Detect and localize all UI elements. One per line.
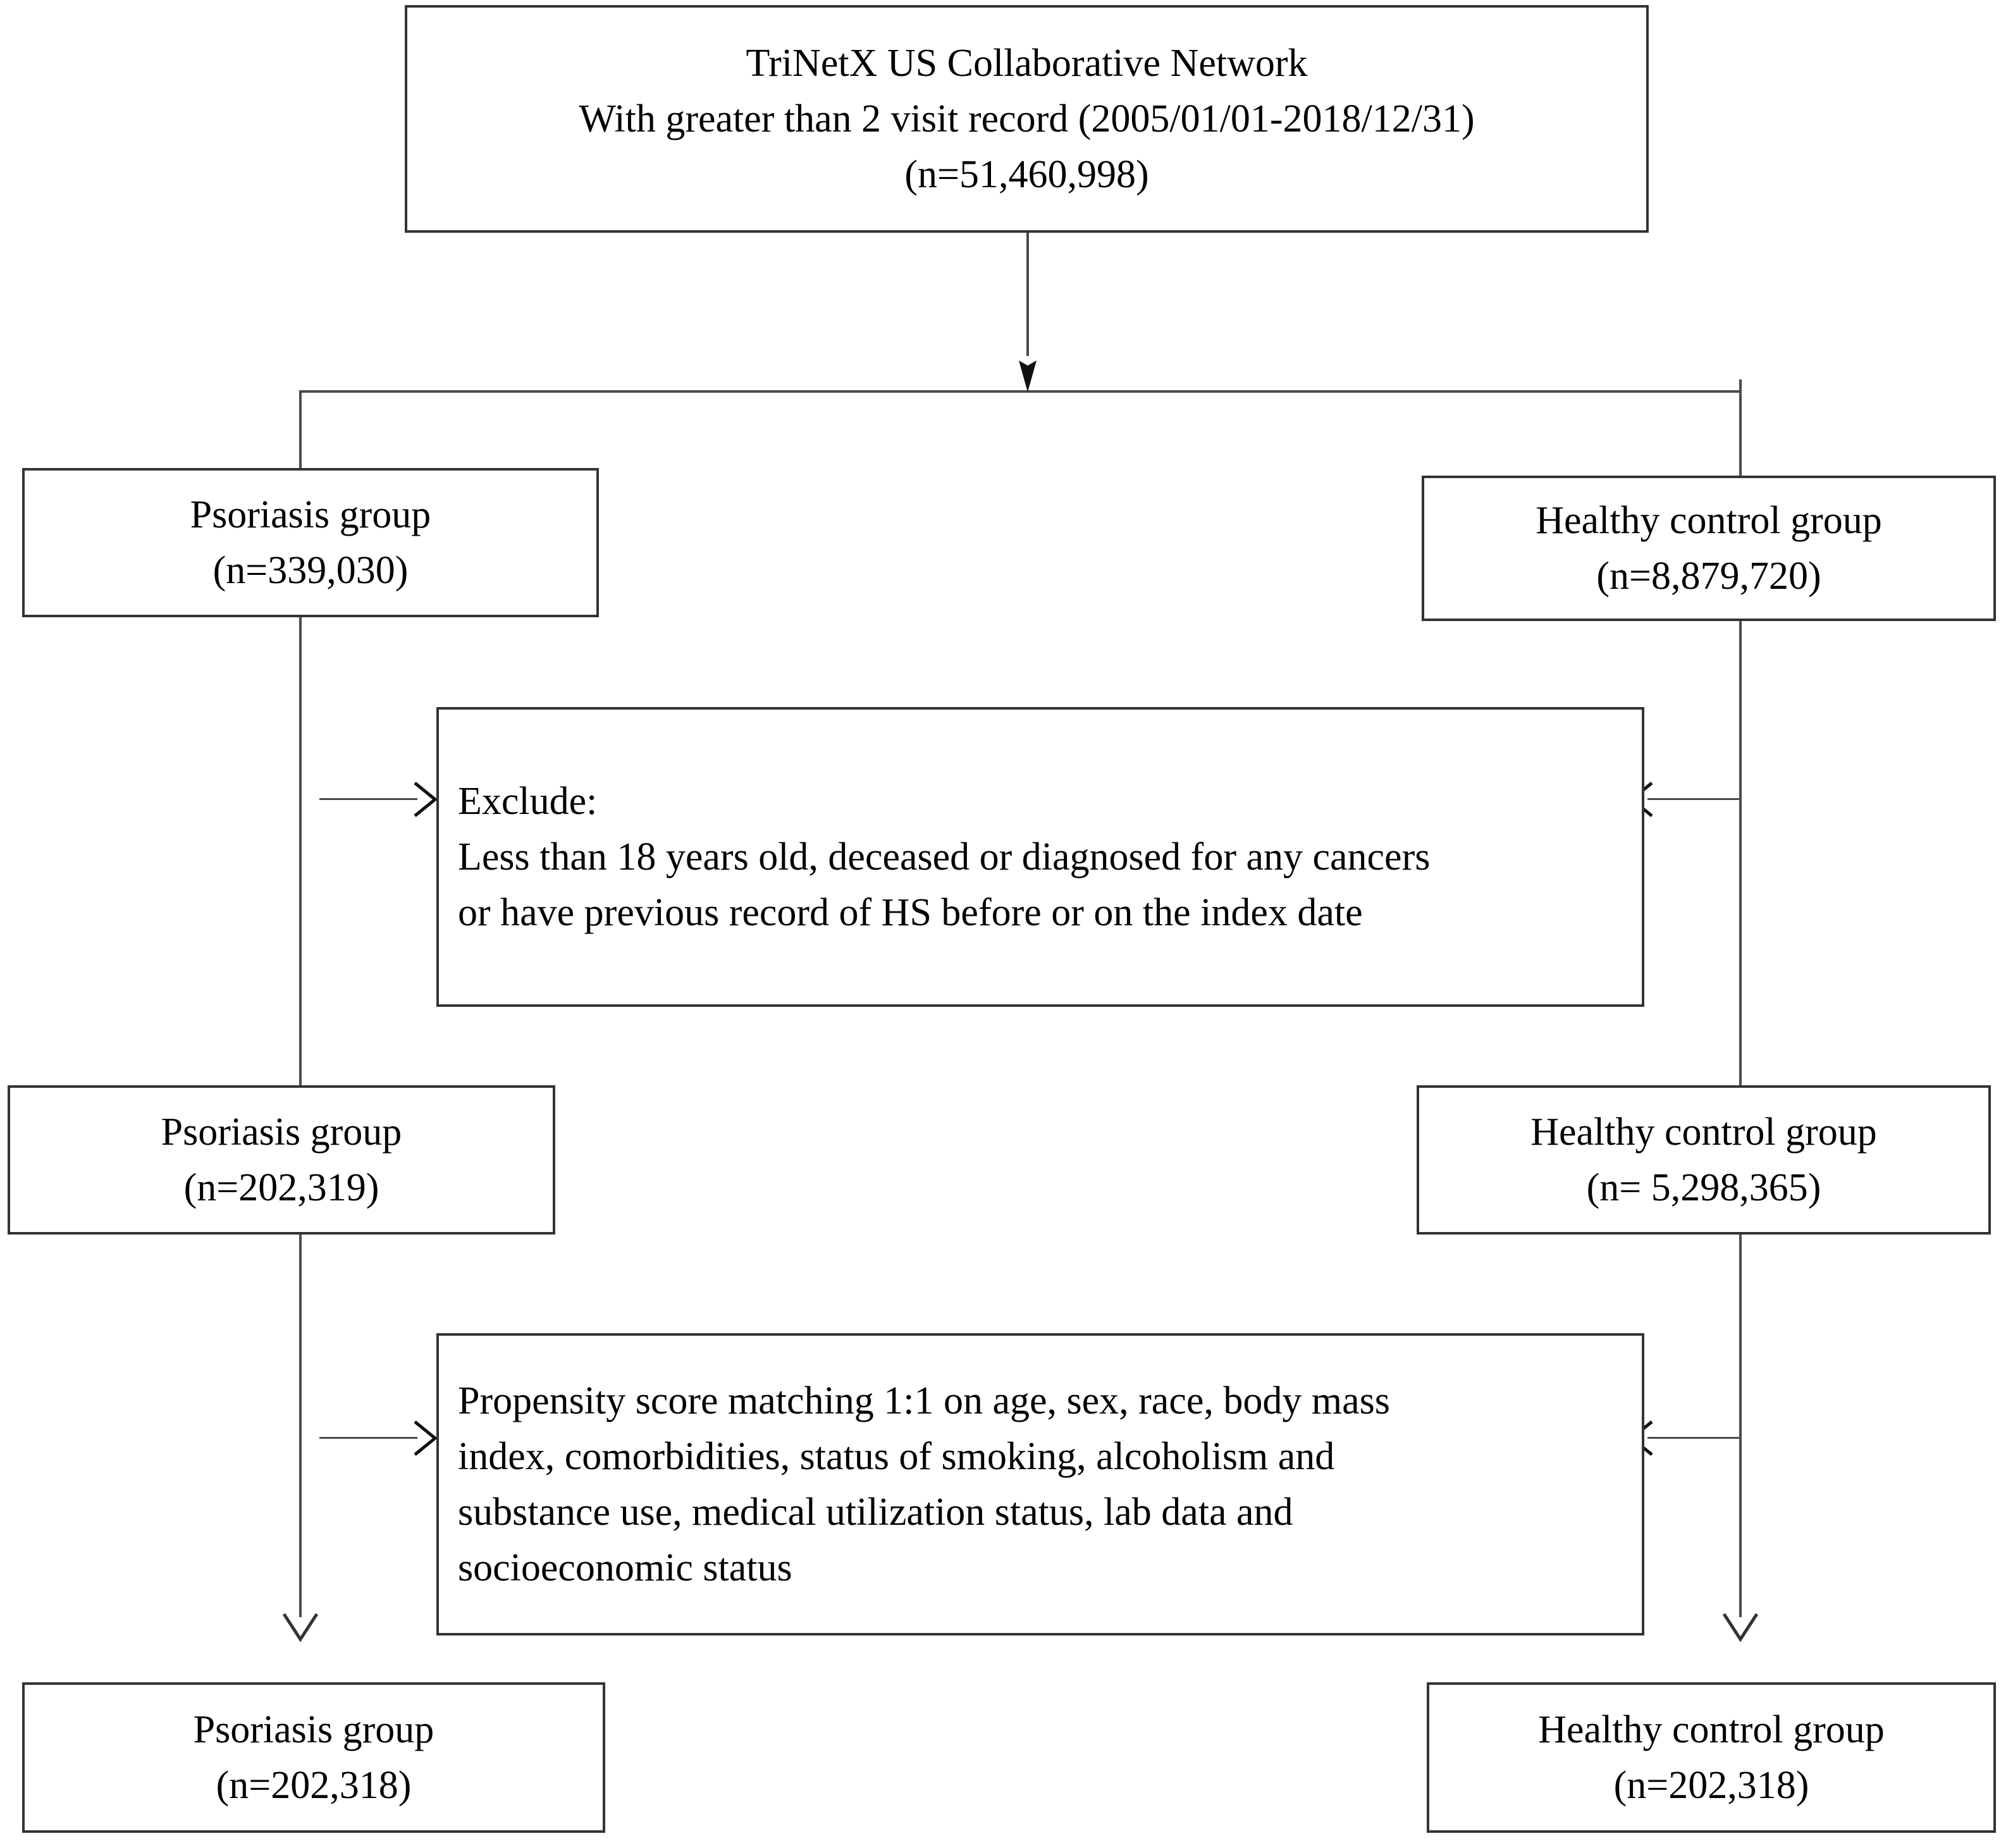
exclusion-line-2: Less than 18 years old, deceased or diag… (458, 835, 1431, 878)
connector-psoriasis-to-exclusion (319, 798, 417, 800)
control-matched-line-2: (n=202,318) (1613, 1764, 1809, 1807)
control-initial-line-1: Healthy control group (1536, 498, 1882, 542)
psoriasis-initial-line-2: (n=339,030) (212, 549, 409, 592)
node-psoriasis-group-matched: Psoriasis group (n=202,318) (22, 1682, 605, 1833)
connector-split-left-leg (299, 390, 302, 482)
psoriasis-initial-line-1: Psoriasis group (190, 493, 431, 536)
node-healthy-control-group-matched: Healthy control group (n=202,318) (1427, 1682, 1996, 1833)
psoriasis-matched-line-1: Psoriasis group (193, 1708, 434, 1751)
exclusion-line-3: or have previous record of HS before or … (458, 891, 1363, 935)
connector-control-trunk-upper (1739, 621, 1742, 1085)
connector-psoriasis-trunk-upper (299, 617, 302, 1085)
arrowhead-control-to-matched (1722, 1613, 1759, 1642)
psoriasis-matched-line-2: (n=202,318) (216, 1764, 412, 1807)
matching-line-2: index, comorbidities, status of smoking,… (458, 1434, 1335, 1478)
node-propensity-score-matching: Propensity score matching 1:1 on age, se… (436, 1333, 1644, 1635)
connector-split-right-leg (1739, 379, 1742, 482)
control-eligible-line-1: Healthy control group (1530, 1110, 1877, 1154)
matching-line-4: socioeconomic status (458, 1546, 792, 1590)
node-exclusion-criteria: Exclude: Less than 18 years old, decease… (436, 707, 1644, 1007)
connector-control-to-exclusion (1647, 798, 1739, 800)
source-cohort-line-3: (n=51,460,998) (904, 153, 1149, 197)
connector-psoriasis-trunk-lower (299, 1235, 302, 1617)
node-psoriasis-group-eligible: Psoriasis group (n=202,319) (8, 1085, 555, 1235)
node-source-cohort: TriNetX US Collaborative Network With gr… (405, 5, 1649, 233)
matching-line-3: substance use, medical utilization statu… (458, 1491, 1293, 1534)
source-cohort-line-2: With greater than 2 visit record (2005/0… (579, 97, 1475, 140)
psoriasis-eligible-line-2: (n=202,319) (183, 1166, 379, 1209)
node-healthy-control-group-eligible: Healthy control group (n= 5,298,365) (1417, 1085, 1991, 1235)
connector-control-trunk-lower (1739, 1235, 1742, 1617)
control-matched-line-1: Healthy control group (1538, 1708, 1885, 1751)
connector-source-to-split (1026, 233, 1029, 356)
source-cohort-line-1: TriNetX US Collaborative Network (746, 41, 1308, 85)
arrowhead-psoriasis-to-matched (282, 1613, 319, 1642)
node-healthy-control-group-initial: Healthy control group (n=8,879,720) (1422, 476, 1996, 621)
arrowhead-source-to-split (1019, 360, 1037, 392)
node-psoriasis-group-initial: Psoriasis group (n=339,030) (22, 468, 599, 617)
control-eligible-line-2: (n= 5,298,365) (1586, 1166, 1821, 1209)
arrowhead-psoriasis-to-exclusion (414, 782, 438, 817)
exclusion-line-1: Exclude: (458, 779, 598, 823)
connector-psoriasis-to-matching (319, 1437, 417, 1439)
split-bar (299, 390, 1742, 393)
connector-control-to-matching (1647, 1437, 1739, 1439)
arrowhead-psoriasis-to-matching (414, 1420, 438, 1456)
psoriasis-eligible-line-1: Psoriasis group (161, 1110, 402, 1154)
matching-line-1: Propensity score matching 1:1 on age, se… (458, 1379, 1390, 1422)
control-initial-line-2: (n=8,879,720) (1596, 555, 1821, 598)
